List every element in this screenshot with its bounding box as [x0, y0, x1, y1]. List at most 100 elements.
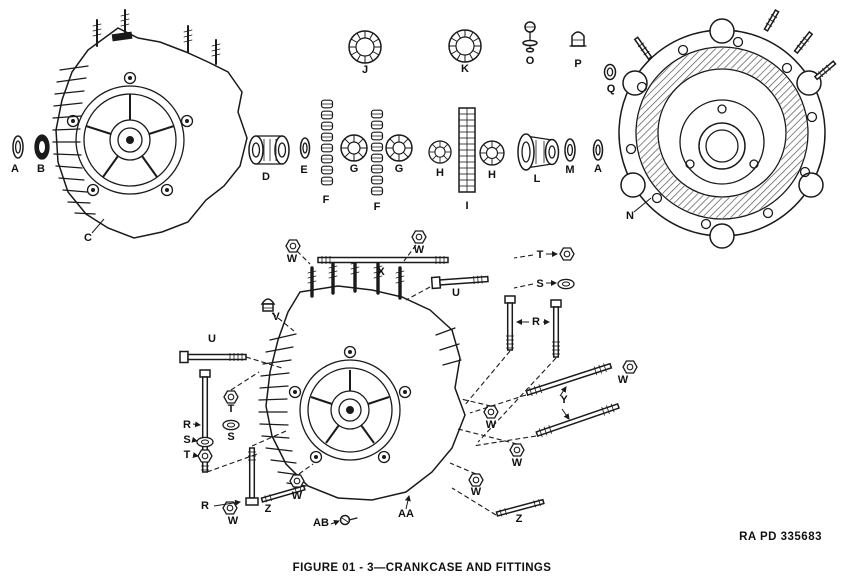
- part-label-w: W: [486, 419, 497, 431]
- bearing-parts-row-drawing: [12, 21, 617, 196]
- bolt-bosses-bottom: [288, 345, 412, 464]
- bolt-u-right: [430, 275, 489, 290]
- part-label-n: N: [626, 210, 634, 222]
- part-label-r: R: [532, 316, 540, 328]
- housing-studs: [633, 9, 837, 81]
- hardware-set-drawing: [179, 230, 638, 526]
- hex-nut-w: [285, 239, 301, 253]
- part-label-y: Y: [560, 394, 568, 406]
- part-label-f: F: [374, 201, 381, 213]
- part-label-f: F: [323, 194, 330, 206]
- part-label-i: I: [465, 200, 468, 212]
- part-i-needle-stack: [458, 107, 476, 193]
- plate-number: RA PD 335683: [739, 531, 822, 543]
- part-label-m: M: [565, 164, 574, 176]
- part-label-h: H: [436, 167, 444, 179]
- washer-s-right: [557, 278, 575, 290]
- part-label-u: U: [452, 287, 460, 299]
- part-label-k: K: [461, 63, 469, 75]
- bolt-bosses: [66, 71, 194, 197]
- part-label-w: W: [618, 374, 629, 386]
- part-label-u: U: [208, 333, 216, 345]
- hex-nut-w: [468, 473, 484, 487]
- part-d-bearing-cone: [248, 135, 290, 165]
- part-j-needle-cage: [348, 30, 382, 64]
- part-label-z: Z: [265, 503, 272, 515]
- screw-ab: [339, 514, 358, 526]
- part-label-a: A: [594, 163, 602, 175]
- part-label-w: W: [287, 253, 298, 265]
- part-label-v: V: [272, 311, 280, 323]
- leader-lines: [191, 244, 570, 526]
- part-label-s: S: [227, 431, 234, 443]
- part-h-bearing-1: [428, 140, 452, 164]
- crankcase-half-left-drawing: [52, 9, 248, 239]
- part-label-r: R: [183, 419, 191, 431]
- part-label-s: S: [536, 278, 543, 290]
- part-q-ring: [603, 63, 617, 81]
- part-f-roller-stack-2: [370, 109, 384, 196]
- pin-z-left: [260, 485, 306, 503]
- hex-nut-w: [622, 360, 638, 374]
- hex-nut-t-right: [559, 247, 575, 261]
- flange-ears: [620, 18, 824, 249]
- top-studs-bottom: [307, 257, 405, 300]
- part-label-g: G: [350, 163, 359, 175]
- main-bearing-bore-bottom: [299, 359, 401, 461]
- stud-y-1: [525, 362, 613, 397]
- part-label-h: H: [488, 169, 496, 181]
- part-f-roller-stack-1: [320, 99, 334, 186]
- figure-caption: FIGURE 01 - 3—CRANKCASE AND FITTINGS: [292, 562, 552, 574]
- hex-nut-w: [411, 230, 427, 244]
- part-label-w: W: [471, 486, 482, 498]
- part-label-p: P: [574, 58, 581, 70]
- stud-y-2: [535, 402, 620, 438]
- part-label-t: T: [228, 403, 235, 415]
- part-label-x: X: [377, 266, 385, 278]
- part-label-w: W: [512, 457, 523, 469]
- part-e-ring: [299, 137, 311, 159]
- nut-t-column: [223, 390, 239, 404]
- washer-s-left: [196, 436, 214, 448]
- plug-v: [260, 298, 276, 312]
- flange-bolt-holes: [625, 36, 818, 230]
- washer-s-column: [222, 419, 240, 431]
- part-h-bearing-2: [479, 140, 505, 166]
- part-label-g: G: [395, 163, 404, 175]
- leader-c: [91, 218, 105, 234]
- hex-nut-w: [509, 443, 525, 457]
- part-label-w: W: [292, 490, 303, 502]
- hub-ribs: [85, 94, 175, 178]
- part-label-z: Z: [516, 513, 523, 525]
- part-label-r: R: [201, 500, 209, 512]
- nut-t-left: [197, 449, 213, 463]
- part-o-fitting: [522, 21, 538, 53]
- part-label-j: J: [362, 64, 368, 76]
- part-b-seal: [34, 134, 50, 160]
- part-label-l: L: [534, 173, 541, 185]
- leader-n: [633, 197, 652, 213]
- part-label-a: A: [11, 163, 19, 175]
- hub-ribs-bottom: [310, 370, 390, 444]
- part-label-b: B: [37, 163, 45, 175]
- part-label-c: C: [84, 232, 92, 244]
- part-g-bearing-1: [340, 134, 368, 162]
- bowl-shading: [637, 48, 807, 218]
- part-label-o: O: [526, 55, 535, 67]
- part-m-ring: [564, 138, 576, 162]
- part-a-ring: [12, 135, 24, 159]
- part-p-plug: [569, 31, 587, 47]
- bolt-r-right-1: [504, 295, 516, 351]
- part-label-t: T: [184, 449, 191, 461]
- stud-x: [317, 256, 449, 264]
- top-studs: [92, 9, 221, 65]
- flywheel-housing-drawing: [618, 9, 837, 249]
- pin-z-right: [495, 498, 545, 517]
- part-label-q: Q: [607, 83, 616, 95]
- part-g-bearing-2: [385, 134, 413, 162]
- bolt-r-right-2: [550, 299, 562, 358]
- cooling-fins-left: [52, 65, 96, 215]
